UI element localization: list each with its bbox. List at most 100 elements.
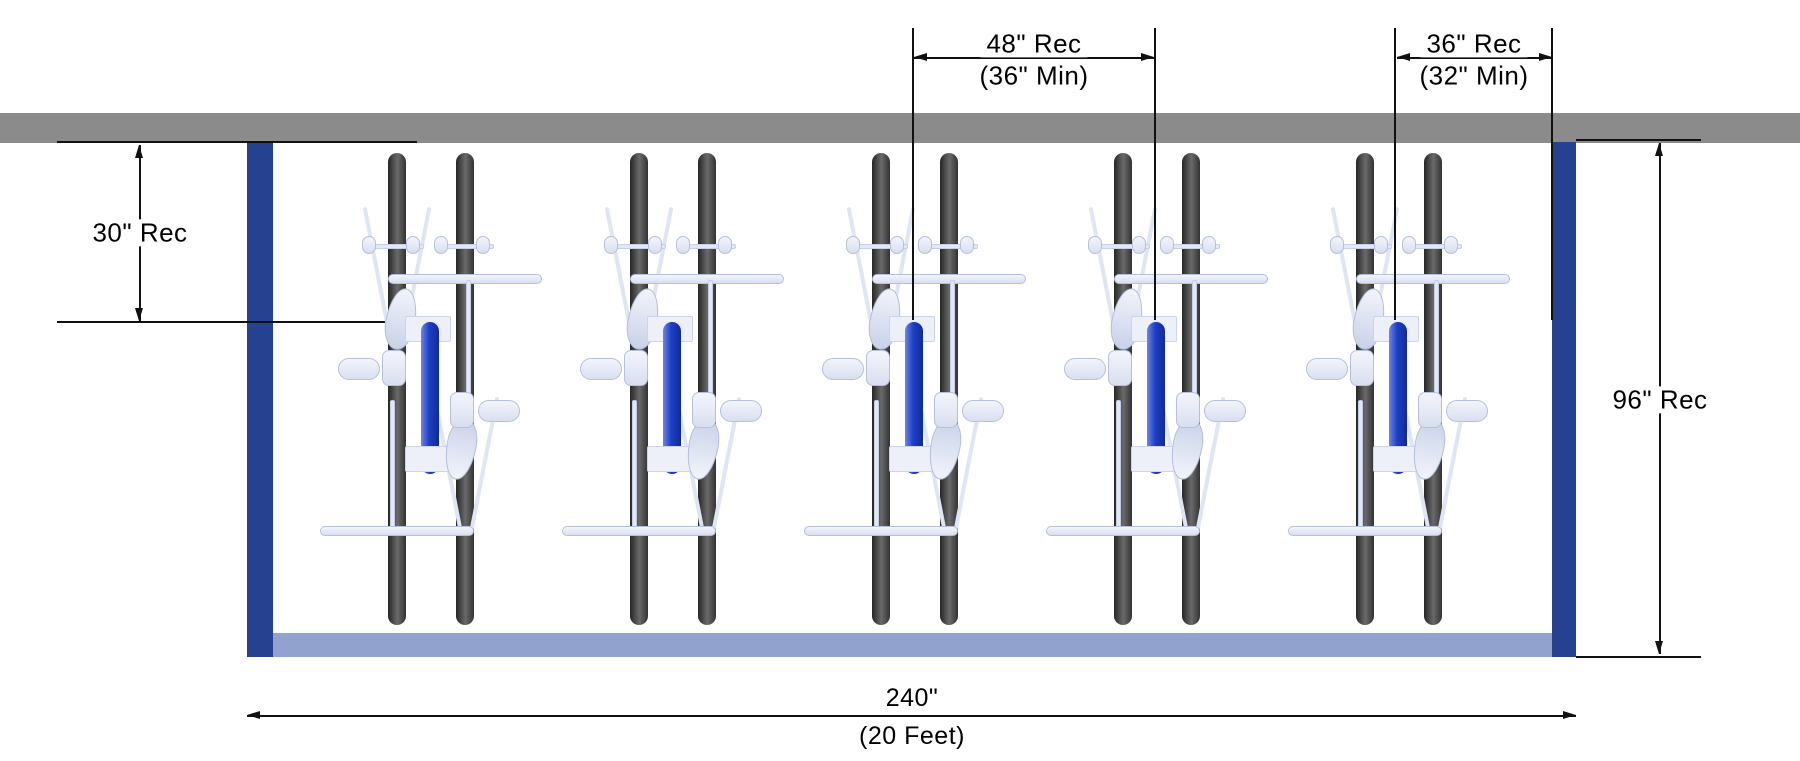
arrowhead-left-icon bbox=[1397, 53, 1410, 61]
crank-hub-left bbox=[866, 350, 890, 386]
bike-tire-left bbox=[630, 153, 648, 625]
handlebar-grip-icon bbox=[1402, 236, 1416, 254]
pedal-left-icon bbox=[580, 358, 622, 380]
handlebar-grip-icon bbox=[960, 236, 974, 254]
pedal-left-icon bbox=[1306, 358, 1348, 380]
reference-line-bottom bbox=[57, 321, 417, 323]
extension-line bbox=[1394, 28, 1396, 320]
crank-hub-left bbox=[1108, 350, 1132, 386]
pedal-right-icon bbox=[962, 400, 1004, 422]
arrowhead-right-icon bbox=[1539, 53, 1552, 61]
arrowhead-down-icon bbox=[135, 308, 143, 321]
bike-rack-unit bbox=[1036, 150, 1278, 628]
wall-mount-plate-bottom bbox=[1131, 446, 1177, 472]
handlebar-grip-icon bbox=[718, 236, 732, 254]
crank-hub-right bbox=[1418, 392, 1442, 428]
frame-stem-left bbox=[1116, 400, 1121, 530]
handlebar-grip-icon bbox=[890, 236, 904, 254]
rack-crossbar-top bbox=[1114, 274, 1268, 284]
extension-line bbox=[1551, 28, 1553, 320]
handlebar-grip-icon bbox=[676, 236, 690, 254]
arrowhead-up-icon bbox=[135, 145, 143, 158]
handlebar-grip-icon bbox=[434, 236, 448, 254]
crank-hub-right bbox=[934, 392, 958, 428]
crank-hub-left bbox=[1350, 350, 1374, 386]
crank-hub-left bbox=[382, 350, 406, 386]
handlebar-grip-icon bbox=[362, 236, 376, 254]
dim-wall-clearance-label: 30" Rec bbox=[86, 219, 194, 247]
dim-room-width-label: 240" bbox=[885, 683, 939, 712]
dim-wall-spacing-label: 36" Rec bbox=[1420, 30, 1528, 58]
frame-stem-right bbox=[708, 280, 713, 410]
rack-crossbar-bottom bbox=[1288, 526, 1442, 536]
pedal-left-icon bbox=[338, 358, 380, 380]
dim-rack-spacing-sublabel: (36" Min) bbox=[973, 62, 1095, 90]
rack-mounting-channel bbox=[663, 322, 681, 474]
bike-rack-unit bbox=[1278, 150, 1520, 628]
bike-tire-right bbox=[698, 153, 716, 625]
wall-mount-plate-bottom bbox=[647, 446, 693, 472]
pedal-right-icon bbox=[1204, 400, 1246, 422]
frame-stem-left bbox=[390, 400, 395, 530]
dimension-line bbox=[247, 715, 1576, 717]
bike-rack-unit bbox=[794, 150, 1036, 628]
handlebar-grip-icon bbox=[476, 236, 490, 254]
reference-line-top bbox=[57, 141, 417, 143]
dim-aisle-depth-label: 96" Rec bbox=[1606, 386, 1714, 414]
bike-tire-left bbox=[1356, 153, 1374, 625]
floor-strip bbox=[273, 633, 1552, 657]
handlebar-grip-icon bbox=[406, 236, 420, 254]
handlebar-grip-icon bbox=[1160, 236, 1174, 254]
handlebar-grip-icon bbox=[648, 236, 662, 254]
pedal-right-icon bbox=[720, 400, 762, 422]
handlebar-grip-icon bbox=[1202, 236, 1216, 254]
handlebar-grip-icon bbox=[604, 236, 618, 254]
handlebar-grip-icon bbox=[846, 236, 860, 254]
rack-crossbar-bottom bbox=[320, 526, 474, 536]
rack-crossbar-bottom bbox=[804, 526, 958, 536]
left-post bbox=[247, 142, 273, 657]
rack-crossbar-top bbox=[872, 274, 1026, 284]
bike-tire-right bbox=[1424, 153, 1442, 625]
rack-crossbar-bottom bbox=[562, 526, 716, 536]
handlebar-grip-icon bbox=[1088, 236, 1102, 254]
pedal-left-icon bbox=[822, 358, 864, 380]
bike-tire-left bbox=[388, 153, 406, 625]
frame-stem-right bbox=[1192, 280, 1197, 410]
frame-stem-right bbox=[466, 280, 471, 410]
rack-mounting-channel bbox=[1389, 322, 1407, 474]
right-post bbox=[1552, 142, 1576, 657]
wall-mount-plate-bottom bbox=[405, 446, 451, 472]
arrowhead-right-icon bbox=[1141, 53, 1154, 61]
crank-hub-right bbox=[450, 392, 474, 428]
wall-strip bbox=[0, 113, 1800, 143]
reference-line-bottom bbox=[1576, 656, 1701, 658]
rack-crossbar-top bbox=[388, 274, 542, 284]
bike-tire-right bbox=[940, 153, 958, 625]
frame-stem-right bbox=[1434, 280, 1439, 410]
rack-crossbar-bottom bbox=[1046, 526, 1200, 536]
pedal-right-icon bbox=[1446, 400, 1488, 422]
handlebar-grip-icon bbox=[918, 236, 932, 254]
frame-stem-left bbox=[1358, 400, 1363, 530]
dimension-line bbox=[914, 57, 1154, 59]
frame-stem-right bbox=[950, 280, 955, 410]
arrowhead-left-icon bbox=[914, 53, 927, 61]
dim-room-width-sublabel: (20 Feet) bbox=[859, 721, 965, 750]
arrowhead-left-icon bbox=[247, 711, 260, 719]
pedal-right-icon bbox=[478, 400, 520, 422]
dimension-line bbox=[1397, 57, 1552, 59]
dim-rack-spacing-label: 48" Rec bbox=[980, 30, 1088, 58]
handlebar-grip-icon bbox=[1330, 236, 1344, 254]
frame-stem-left bbox=[632, 400, 637, 530]
bike-tire-right bbox=[1182, 153, 1200, 625]
bike-tire-left bbox=[872, 153, 890, 625]
wall-mount-plate-bottom bbox=[889, 446, 935, 472]
rack-mounting-channel bbox=[1147, 322, 1165, 474]
rack-mounting-channel bbox=[421, 322, 439, 474]
dim-wall-spacing-sublabel: (32" Min) bbox=[1413, 62, 1535, 90]
rack-crossbar-top bbox=[1356, 274, 1510, 284]
arrowhead-right-icon bbox=[1563, 711, 1576, 719]
reference-line-top bbox=[1576, 139, 1701, 141]
